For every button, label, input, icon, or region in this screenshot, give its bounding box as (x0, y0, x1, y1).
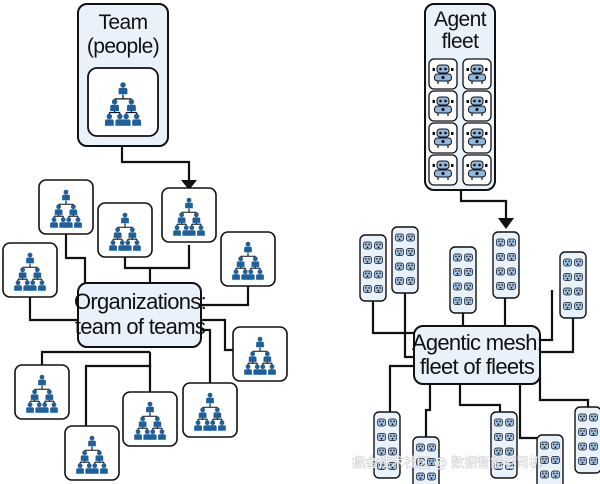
mesh-label-line2: fleet of fleets (420, 354, 535, 379)
org-tile-2 (98, 203, 152, 257)
org-tile-1 (39, 180, 93, 234)
mini-fleet-5 (560, 252, 586, 318)
team-to-org-arrow (120, 146, 191, 182)
organizations-box: Organizations: team of teams (74, 282, 207, 348)
organizations-label-line1: Organizations: (74, 289, 206, 314)
agent-fleet-panel: Agent fleet (424, 3, 496, 191)
fleet-title-line2: fleet (442, 30, 479, 53)
team-panel: Team (people) (77, 3, 169, 147)
org-tile-8 (123, 392, 177, 446)
team-title-line2: (people) (87, 35, 159, 58)
org-tile-3 (162, 188, 216, 242)
mini-fleet-4 (493, 232, 519, 298)
fleet-arrowhead-icon (498, 218, 514, 229)
agentic-mesh-box: Agentic mesh: fleet of fleets (412, 325, 543, 385)
org-tile-5 (221, 232, 275, 286)
org-tile-9 (183, 383, 237, 437)
team-title-line1: Team (99, 11, 148, 34)
mini-fleet-10 (575, 407, 600, 473)
mini-fleet-2 (392, 227, 418, 293)
org-tile-4 (3, 243, 57, 297)
org-tile-7 (15, 365, 69, 419)
robot-grid (428, 58, 492, 186)
organizations-label-line2: team of teams (75, 314, 206, 339)
mesh-label-line1: Agentic mesh: (412, 330, 542, 355)
watermark: 掘金技术社区 @ 数据智能老司机 (352, 455, 542, 471)
mini-fleet-1 (360, 235, 386, 301)
fleet-title-line1: Agent (434, 8, 487, 31)
org-connectors (28, 233, 250, 427)
org-tile-6 (233, 327, 287, 381)
mini-fleet-3 (450, 247, 476, 313)
team-arrowhead-icon (181, 180, 197, 190)
org-tile-10 (65, 426, 119, 480)
fleet-to-mesh-arrow (459, 190, 508, 220)
